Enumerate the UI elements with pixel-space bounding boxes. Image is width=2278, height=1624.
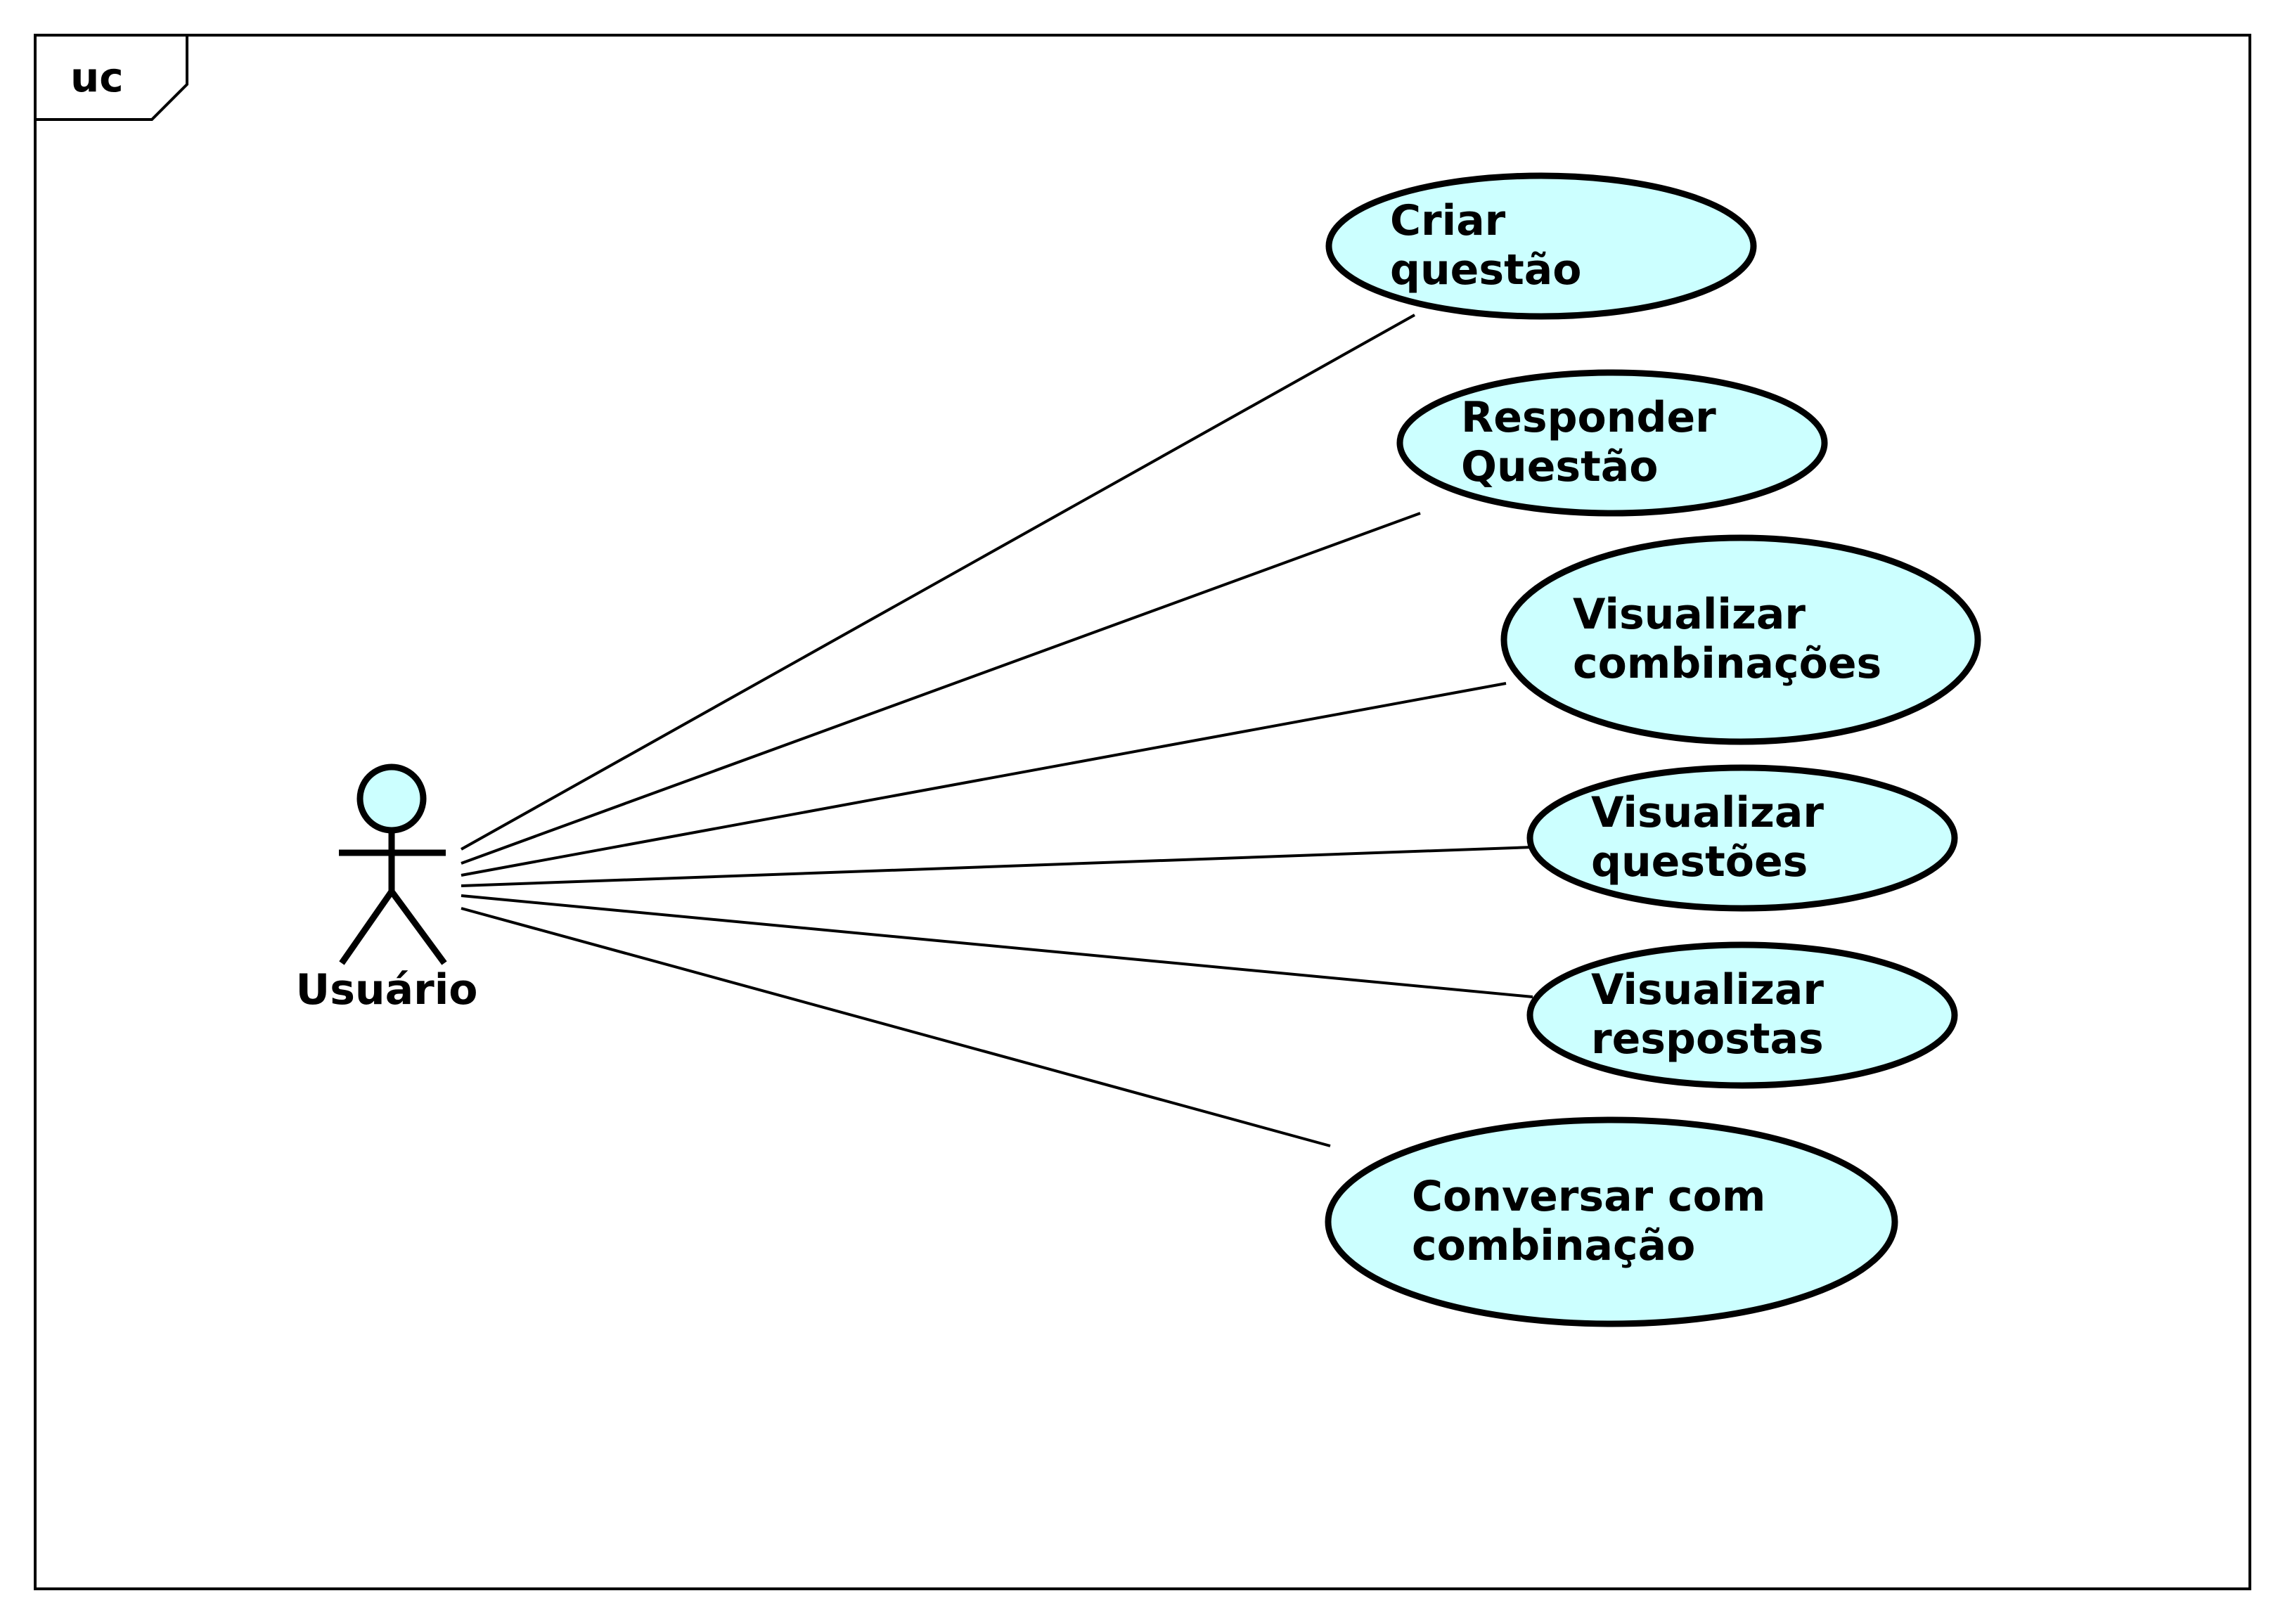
actor-head bbox=[356, 763, 427, 834]
diagram-frame bbox=[34, 34, 2251, 1590]
use-case-responder-questao[interactable]: Responder Questão bbox=[1396, 369, 1828, 517]
use-case-label: Criar questão bbox=[1390, 196, 1581, 295]
actor-usuario[interactable]: Usuário bbox=[295, 763, 478, 1014]
association-visualizar-questoes[interactable] bbox=[461, 846, 1533, 887]
use-case-visualizar-combinacoes[interactable]: Visualizar combinações bbox=[1500, 534, 1981, 745]
use-case-label: Visualizar questões bbox=[1591, 788, 1839, 887]
frame-label: uc bbox=[70, 53, 124, 101]
actor-body bbox=[339, 830, 447, 965]
use-case-ellipse bbox=[1396, 369, 1828, 517]
use-case-label: Visualizar combinações bbox=[1573, 590, 1881, 688]
use-case-label: Responder Questão bbox=[1461, 393, 1731, 491]
frame-tab bbox=[35, 35, 188, 121]
association-criar-questao[interactable] bbox=[461, 314, 1415, 851]
use-case-ellipse bbox=[1325, 172, 1757, 320]
association-conversar-com-combinacao[interactable] bbox=[461, 907, 1331, 1147]
actor-name: Usuário bbox=[295, 965, 477, 1014]
use-case-ellipse bbox=[1325, 1116, 1898, 1327]
use-case-label: Visualizar respostas bbox=[1591, 965, 1839, 1064]
use-case-label: Conversar com combinação bbox=[1412, 1172, 1780, 1270]
use-case-visualizar-questoes[interactable]: Visualizar questões bbox=[1526, 764, 1958, 912]
use-case-conversar-com-combinacao[interactable]: Conversar com combinação bbox=[1325, 1116, 1898, 1327]
association-visualizar-combinacoes[interactable] bbox=[461, 682, 1507, 877]
use-case-criar-questao[interactable]: Criar questão bbox=[1325, 172, 1757, 320]
use-case-visualizar-respostas[interactable]: Visualizar respostas bbox=[1526, 941, 1958, 1089]
association-visualizar-respostas[interactable] bbox=[461, 894, 1533, 998]
use-case-ellipse bbox=[1500, 534, 1981, 745]
association-responder-questao[interactable] bbox=[461, 512, 1421, 865]
associations bbox=[461, 314, 1533, 1147]
use-case-ellipse bbox=[1526, 941, 1958, 1089]
use-case-ellipse bbox=[1526, 764, 1958, 912]
